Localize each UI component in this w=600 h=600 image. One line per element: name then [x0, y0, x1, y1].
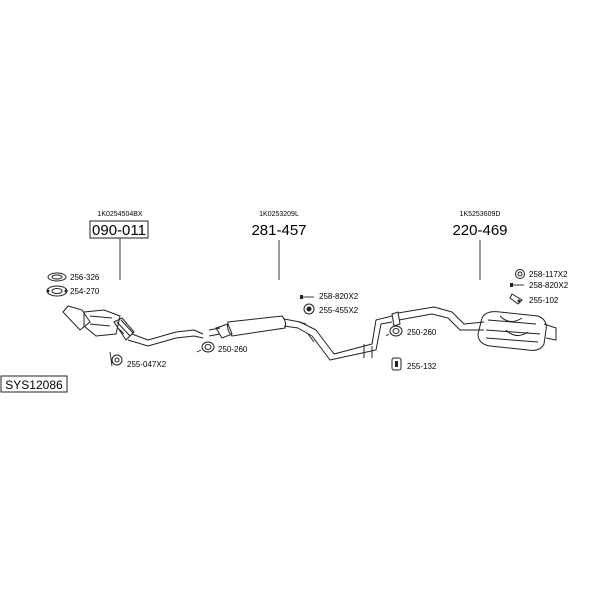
- accessory-label[interactable]: 255-047X2: [127, 360, 167, 369]
- rear-pipe: [397, 306, 485, 331]
- accessory-label[interactable]: 258-117X2: [529, 270, 568, 279]
- bolt-icon: [300, 295, 314, 299]
- tail-pipe: [543, 323, 557, 341]
- flange-gasket-icon: [46, 285, 68, 297]
- rubber-hanger-icon: [109, 351, 123, 367]
- rubber-hanger-icon: [391, 357, 402, 371]
- accessory-label[interactable]: 255-132: [407, 362, 437, 371]
- accessory-label[interactable]: 255-102: [529, 296, 559, 305]
- accessory-label[interactable]: 258-820X2: [319, 292, 359, 301]
- part-number-catalyst[interactable]: 090-011: [92, 222, 146, 239]
- washer-ring-icon: [515, 269, 525, 279]
- catalyst-body: [83, 309, 121, 337]
- accessory-label[interactable]: 254-270: [70, 287, 100, 296]
- part-number-middle-silencer[interactable]: 281-457: [251, 222, 306, 239]
- oe-number-rear-silencer: 1K5253609D: [460, 211, 501, 218]
- catalyst-inlet-flange: [62, 305, 91, 331]
- system-code-box: [0, 375, 68, 393]
- catalytic-converter[interactable]: [62, 305, 204, 347]
- accessory-label[interactable]: 250-260: [407, 328, 437, 337]
- rear-silencer-body: [477, 311, 547, 351]
- oe-number-middle-silencer: 1K0253209L: [259, 211, 299, 218]
- pipe-clamp-icon: [196, 341, 215, 353]
- pipe-clamp-icon: [385, 325, 403, 337]
- accessory-label[interactable]: 258-820X2: [529, 281, 569, 290]
- bolt-icon: [510, 283, 524, 287]
- catalyst-outlet-pipe: [127, 329, 204, 347]
- flex-joint: [113, 317, 135, 341]
- rear-silencer[interactable]: [391, 306, 557, 351]
- part-number-box-catalyst: [89, 220, 149, 239]
- middle-silencer[interactable]: [208, 315, 393, 361]
- rubber-mount-icon: [303, 303, 315, 315]
- bracket-hanger-icon: [509, 293, 523, 305]
- part-number-rear-silencer[interactable]: 220-469: [452, 222, 507, 239]
- accessory-label[interactable]: 255-455X2: [319, 306, 359, 315]
- accessory-label[interactable]: 250-260: [218, 345, 248, 354]
- accessory-label[interactable]: 256-326: [70, 273, 100, 282]
- gasket-ring-icon: [47, 272, 67, 282]
- system-code: SYS12086: [5, 378, 63, 392]
- oe-number-catalyst: 1K0254504BX: [97, 211, 142, 218]
- middle-silencer-body: [227, 315, 287, 337]
